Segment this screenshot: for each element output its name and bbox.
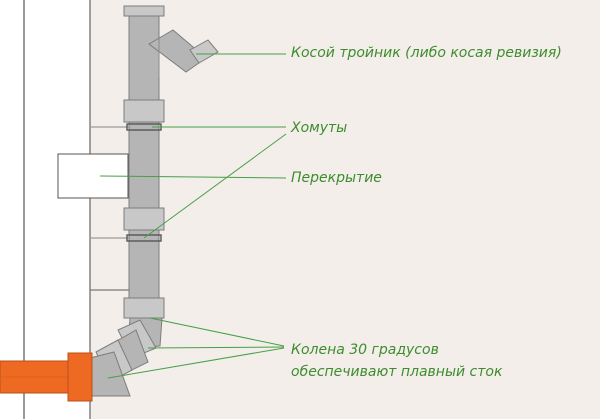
label-clamps: Хомуты — [291, 120, 348, 136]
leader-lines — [99, 53, 287, 379]
oblique-tee — [148, 29, 219, 78]
label-oblique-tee: Косой тройник (либо косая ревизия) — [291, 45, 562, 61]
leader-elbow-3 — [107, 347, 285, 379]
riser-socket-3 — [123, 297, 165, 319]
leader-elbow-2 — [147, 346, 285, 349]
wall — [0, 0, 91, 419]
riser-socket-1 — [123, 99, 165, 123]
clamps — [90, 123, 162, 291]
riser-pipe — [123, 5, 165, 319]
leader-slab — [99, 175, 287, 179]
leader-elbow-1 — [149, 317, 285, 347]
clamp-2-band — [126, 234, 162, 242]
leader-clamp-2 — [143, 133, 287, 239]
label-elbows-line1: Колена 30 градусов — [291, 342, 439, 358]
tee-branch-socket — [189, 39, 219, 64]
riser-middle-segment — [128, 121, 160, 211]
elbows — [89, 317, 163, 397]
wall-face — [0, 0, 90, 419]
riser-top-segment — [128, 9, 160, 103]
riser-socket-2 — [123, 207, 165, 231]
riser-top-cap — [123, 5, 165, 17]
label-elbows-line2: обеспечивают плавный сток — [291, 364, 503, 380]
outlet-pipe — [0, 352, 93, 402]
outlet-pipe-socket — [67, 352, 93, 402]
label-floor-slab: Перекрытие — [291, 170, 382, 186]
